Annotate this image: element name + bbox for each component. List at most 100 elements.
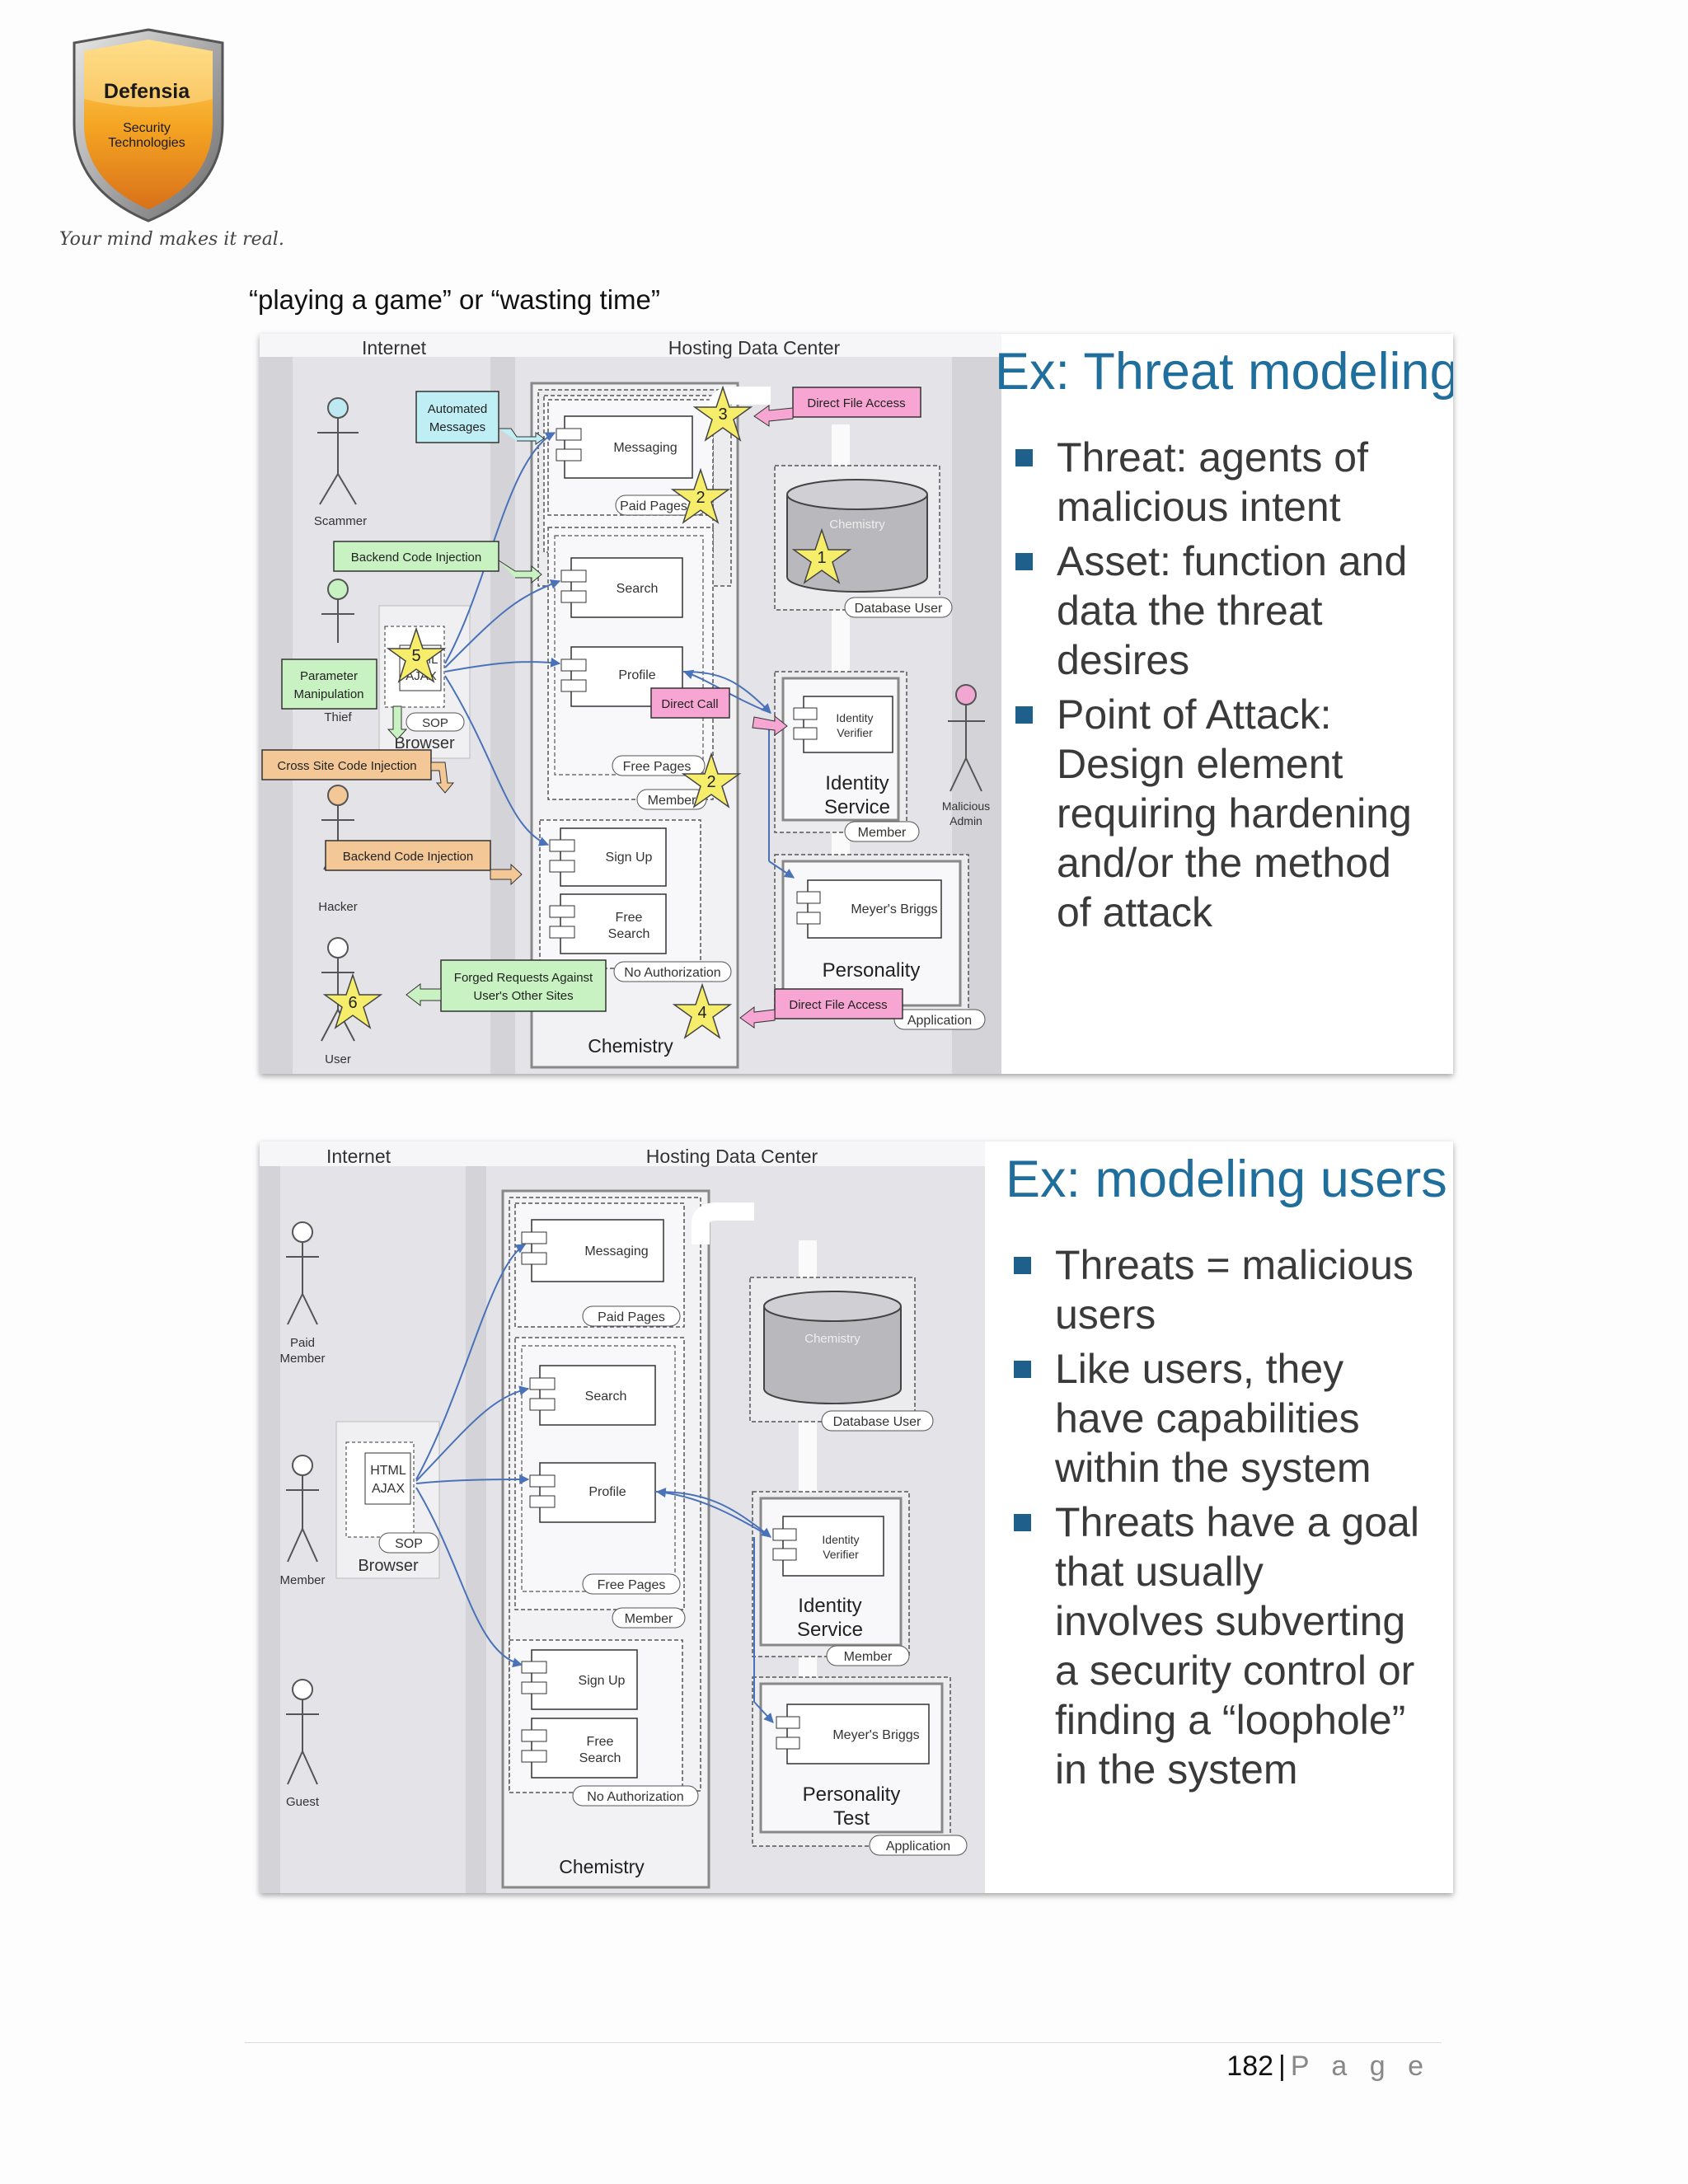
label-personality-2: Test — [833, 1807, 870, 1830]
logo-subtitle-2: Technologies — [108, 136, 185, 150]
actor-thief-label: Thief — [324, 710, 352, 724]
svg-text:2: 2 — [706, 773, 715, 791]
svg-text:Cross Site Code Injection: Cross Site Code Injection — [277, 759, 416, 773]
slide2-bullets: Threats = malicious users Like users, th… — [1004, 1240, 1420, 1799]
attack-cross-site-code-injection: Cross Site Code Injection — [261, 749, 432, 780]
svg-text:Profile: Profile — [588, 1485, 626, 1499]
svg-text:HTML: HTML — [370, 1464, 406, 1478]
actor-paid-member-figure — [286, 1221, 319, 1325]
page-word: P a g e — [1290, 2050, 1431, 2082]
svg-text:Sign Up: Sign Up — [606, 851, 653, 865]
label-free-pages: Free Pages — [623, 760, 692, 774]
flow-lines — [415, 1244, 774, 1723]
label-application: Application — [907, 1014, 972, 1028]
attack-forged-requests: Forged Requests Against User's Other Sit… — [440, 959, 607, 1012]
component-messaging: Messaging — [521, 1219, 664, 1282]
actor-user-label: User — [325, 1052, 351, 1066]
slide1-bullet-3: Point of Attack: Design element requirin… — [1006, 690, 1418, 937]
footer-divider — [245, 2042, 1442, 2043]
svg-text:Free: Free — [587, 1735, 614, 1749]
svg-text:2: 2 — [696, 489, 705, 507]
zone-internet-label: Internet — [362, 337, 427, 359]
slide2-bullet-1: Threats = malicious users — [1004, 1240, 1420, 1339]
svg-text:Sign Up: Sign Up — [579, 1674, 626, 1688]
svg-text:Meyer's Briggs: Meyer's Briggs — [832, 1728, 919, 1742]
svg-text:Direct File Access: Direct File Access — [807, 396, 905, 410]
label-database-user: Database User — [833, 1415, 921, 1429]
component-free-search: Free Search — [521, 1718, 638, 1779]
svg-text:Direct Call: Direct Call — [661, 697, 718, 711]
actor-thief-figure — [321, 579, 354, 643]
intro-text: “playing a game” or “wasting time” — [249, 284, 660, 315]
star-5: 5 — [386, 626, 447, 683]
slide1-bullet-1: Threat: agents of malicious intent — [1006, 433, 1418, 532]
actor-member-figure — [286, 1455, 319, 1563]
label-sop: SOP — [395, 1537, 423, 1551]
label-chemistry: Chemistry — [559, 1856, 645, 1877]
actor-guest-label: Guest — [286, 1795, 320, 1809]
actor-admin-label-1: Malicious — [942, 799, 990, 813]
svg-text:Parameter: Parameter — [300, 669, 358, 683]
svg-text:5: 5 — [411, 647, 420, 665]
component-html-ajax: HTML AJAX — [364, 1452, 411, 1505]
logo-tagline: Your mind makes it real. — [59, 229, 284, 250]
svg-text:Search: Search — [617, 582, 659, 596]
component-signup: Sign Up — [549, 827, 667, 887]
actor-hacker-label: Hacker — [318, 900, 358, 914]
label-no-authorization: No Authorization — [587, 1790, 683, 1804]
svg-text:Search: Search — [608, 927, 650, 941]
component-identity-verifier: Identity Verifier — [793, 696, 893, 753]
star-4: 4 — [672, 982, 733, 1039]
component-profile: Profile — [529, 1462, 656, 1523]
slide2-bullet-2: Like users, they have capabilities withi… — [1004, 1344, 1420, 1493]
actor-guest-figure — [286, 1679, 319, 1785]
label-paid-pages: Paid Pages — [620, 499, 687, 513]
svg-text:Backend Code Injection: Backend Code Injection — [343, 850, 473, 864]
slide2-bullet-3: Threats have a goal that usually involve… — [1004, 1497, 1420, 1794]
slide-threat-modeling: Internet Hosting Data Center Messaging P… — [260, 334, 1453, 1074]
svg-text:6: 6 — [348, 994, 357, 1012]
star-6: 6 — [322, 972, 383, 1029]
logo-subtitle-1: Security — [123, 121, 171, 135]
svg-text:Search: Search — [579, 1751, 621, 1765]
component-free-search: Free Search — [549, 893, 667, 954]
svg-text:1: 1 — [817, 549, 826, 567]
svg-text:Meyer's Briggs: Meyer's Briggs — [851, 902, 937, 916]
svg-text:3: 3 — [718, 405, 727, 424]
svg-text:Backend Code Injection: Backend Code Injection — [351, 551, 481, 565]
star-1: 1 — [791, 527, 852, 584]
actor-scammer-label: Scammer — [314, 514, 367, 528]
svg-text:Chemistry: Chemistry — [829, 518, 885, 532]
svg-text:Forged Requests Against: Forged Requests Against — [454, 971, 593, 985]
label-identity-service-2: Service — [824, 796, 890, 818]
component-search: Search — [529, 1365, 656, 1426]
label-member: Member — [648, 794, 696, 808]
label-chemistry: Chemistry — [588, 1035, 673, 1057]
zone-hosting-label: Hosting Data Center — [668, 337, 841, 359]
star-2a: 2 — [670, 467, 731, 524]
svg-text:Messages: Messages — [429, 420, 485, 434]
star-3: 3 — [692, 385, 753, 442]
svg-text:AJAX: AJAX — [372, 1482, 405, 1496]
slide1-bullet-2: Asset: function and data the threat desi… — [1006, 537, 1418, 685]
label-application: Application — [886, 1840, 950, 1854]
attack-direct-file-access-2: Direct File Access — [774, 988, 903, 1019]
label-identity-service-1: Identity — [825, 772, 889, 794]
actor-malicious-admin-figure — [948, 684, 985, 792]
label-browser: Browser — [394, 734, 455, 752]
logo-brand: Defensia — [104, 80, 190, 103]
svg-text:Automated: Automated — [428, 402, 488, 416]
svg-text:User's Other Sites: User's Other Sites — [473, 989, 573, 1003]
zone-hosting-label: Hosting Data Center — [646, 1146, 818, 1167]
zone-internet-label: Internet — [326, 1146, 392, 1167]
page-number-value: 182 — [1226, 2050, 1274, 2082]
component-messaging: Messaging — [556, 415, 693, 479]
company-logo: Defensia Security Technologies — [58, 25, 239, 264]
svg-text:Direct File Access: Direct File Access — [789, 998, 887, 1012]
svg-text:4: 4 — [697, 1004, 706, 1022]
svg-text:Messaging: Messaging — [584, 1244, 648, 1258]
slide-modeling-users: Internet Hosting Data Center Messaging P… — [260, 1141, 1453, 1893]
label-sop: SOP — [422, 716, 448, 730]
label-personality-1: Personality — [803, 1783, 901, 1806]
attack-direct-file-access-1: Direct File Access — [792, 387, 921, 418]
